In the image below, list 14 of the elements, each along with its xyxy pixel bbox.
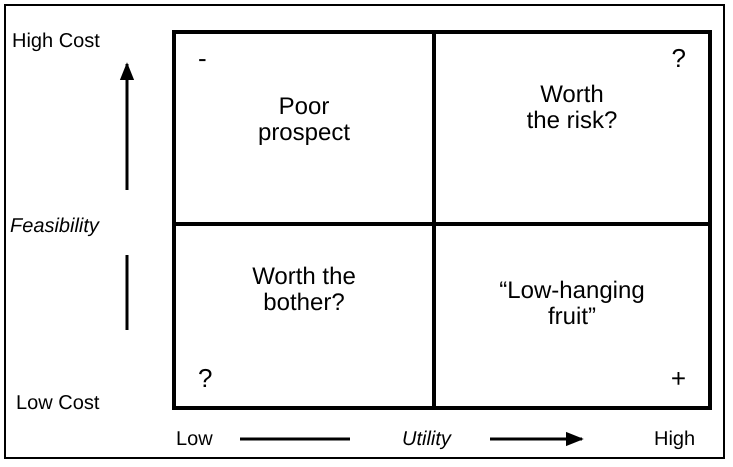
quadrant-label: Worth the risk? [526,82,618,134]
axis-end-label: Low Cost [16,392,100,414]
corner-mark: ? [198,364,212,392]
quadrant-label: Worth the bother? [251,264,357,316]
axis-title: Feasibility [10,215,99,237]
corner-mark: - [198,44,207,72]
axis-end-label: Low [176,428,213,450]
axis-title: Utility [402,428,451,450]
quadrant-label: “Low-hanging fruit” [498,278,646,330]
axis-end-label: High Cost [12,30,100,52]
quadrant-label: Poor prospect [256,94,352,146]
corner-mark: ? [672,44,686,72]
axis-end-label: High [654,428,696,450]
corner-mark: + [670,364,686,392]
